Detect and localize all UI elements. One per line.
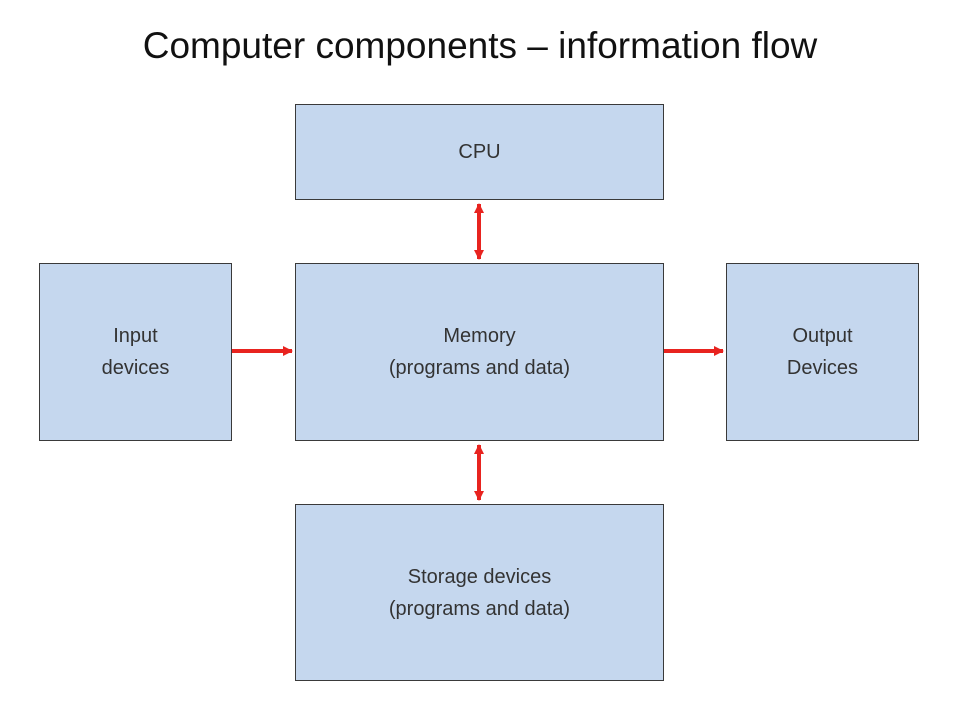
memory-box: Memory (programs and data) (295, 263, 664, 441)
cpu-box: CPU (295, 104, 664, 200)
output-devices-box: Output Devices (726, 263, 919, 441)
storage-devices-box: Storage devices (programs and data) (295, 504, 664, 681)
output-label-line2: Devices (786, 357, 859, 379)
cpu-label: CPU (458, 141, 501, 163)
storage-sublabel: (programs and data) (388, 597, 571, 620)
storage-label: Storage devices (407, 565, 552, 588)
output-label-line1: Output (792, 325, 853, 347)
memory-sublabel: (programs and data) (388, 357, 571, 379)
input-label-line1: Input (113, 325, 158, 347)
input-devices-box: Input devices (39, 263, 232, 441)
input-label-line2: devices (101, 357, 170, 379)
diagram-title: Computer components – information flow (142, 25, 818, 66)
memory-label: Memory (443, 325, 516, 347)
